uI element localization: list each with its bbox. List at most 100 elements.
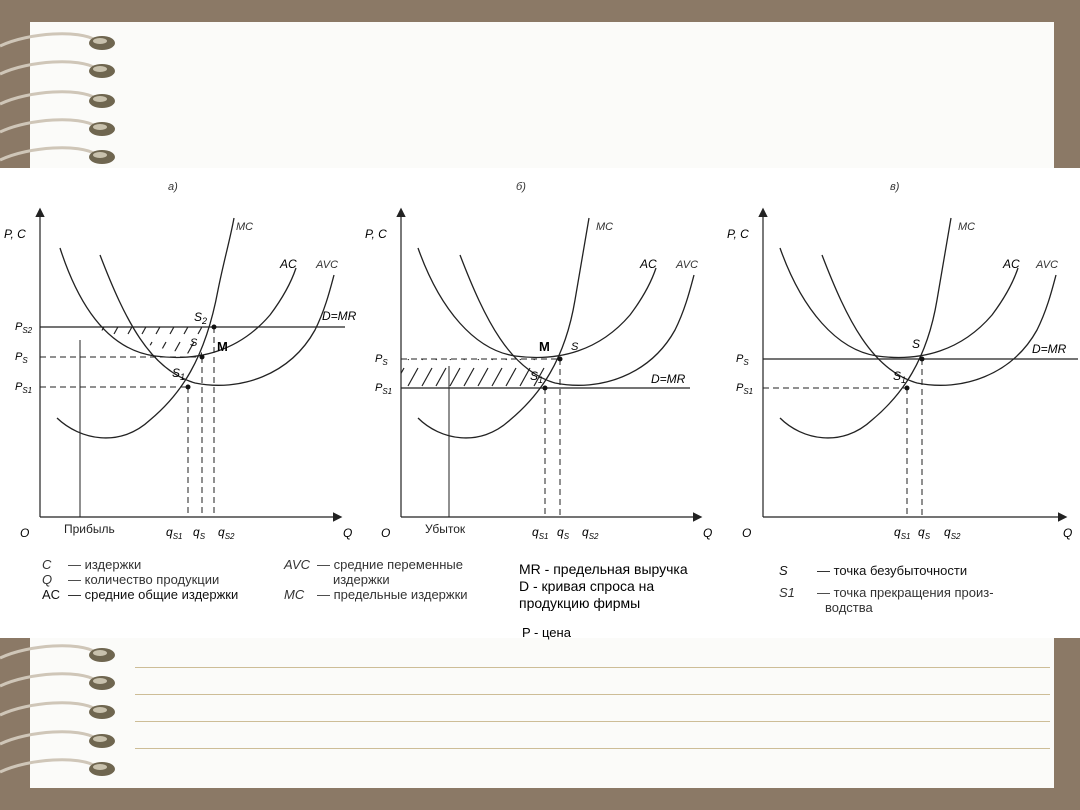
- legend-row: MC— предельные издержки: [284, 587, 468, 602]
- panel-c-price-ps1: PS1: [736, 382, 753, 396]
- panel-c-ac-curve: [779, 247, 1019, 359]
- panel-b-demand-label: D=MR: [651, 372, 686, 386]
- spiral-ring-icon: [0, 672, 115, 690]
- panel-a-ac-curve: [59, 247, 297, 359]
- panel-c-x-label: Q: [1063, 526, 1072, 540]
- figure-panel: [0, 168, 1080, 638]
- panel-a-mc-label: MC: [236, 221, 253, 233]
- panel-a-origin: O: [20, 526, 29, 540]
- panel-b-avc-curve: [459, 254, 695, 386]
- spiral-ring-icon: [0, 118, 115, 136]
- ruled-line: [135, 667, 1050, 668]
- legend-row: S— точка безубыточности: [779, 563, 968, 578]
- panel-b-ac-label: AC: [639, 257, 657, 271]
- panel-c-mc-label: MC: [958, 221, 975, 233]
- panel-b-avc-label: AVC: [675, 259, 698, 271]
- spiral-ring-icon: [0, 60, 115, 78]
- panel-b-y-label: P, C: [365, 227, 387, 241]
- ruled-line: [135, 694, 1050, 695]
- panel-b-tick-qs2: qS2: [582, 525, 599, 541]
- panel-b-point-s1-label: S1: [530, 369, 543, 385]
- panel-b-price-ps: PS: [375, 353, 388, 367]
- spiral-ring-icon: [0, 758, 115, 776]
- spiral-ring-icon: [0, 32, 115, 50]
- panel-a-point-s2: [211, 324, 217, 330]
- panel-b-origin: O: [381, 526, 390, 540]
- panel-b-point-m-label: M: [539, 339, 550, 354]
- spiral-ring-icon: [0, 90, 115, 108]
- spiral-ring-icon: [0, 701, 115, 719]
- legend-d: D - кривая спроса на: [519, 578, 655, 594]
- ruled-line: [135, 721, 1050, 722]
- panel-b: б) P, C O Q D=MR PS PS1 MC AC AVC M S S1…: [365, 181, 712, 541]
- legend-row: Q— количество продукции: [42, 572, 220, 587]
- legend-row: AVC— средние переменные: [284, 557, 463, 572]
- panel-a-point-s1: [185, 384, 191, 390]
- panel-b-tick-qs: qS: [557, 525, 570, 541]
- panel-c-avc-curve: [821, 254, 1057, 386]
- panel-b-ac-curve: [417, 247, 657, 359]
- legend-row: водства: [825, 600, 873, 615]
- panel-b-point-s-label: S: [571, 341, 579, 353]
- panel-a-tick-qs1: qS1: [166, 525, 182, 541]
- panel-a-tick-qs2: qS2: [218, 525, 235, 541]
- spiral-ring-icon: [0, 644, 115, 662]
- panel-a-point-s-label: S: [190, 337, 198, 349]
- panel-c-point-s: [919, 356, 925, 362]
- panel-c-tick-qs2: qS2: [944, 525, 961, 541]
- panel-c-tick-qs1: qS1: [894, 525, 910, 541]
- panel-a-avc-label: AVC: [315, 259, 338, 271]
- panel-b-price-ps1: PS1: [375, 382, 392, 396]
- spiral-ring-icon: [0, 146, 115, 164]
- legend-row: S1— точка прекращения произ-: [779, 585, 994, 600]
- legend-row: AC— средние общие издержки: [42, 587, 239, 602]
- panel-b-point-s1: [542, 385, 548, 391]
- legend-row: C— издержки: [42, 557, 142, 572]
- panel-a-point-s1-label: S1: [172, 366, 185, 382]
- panel-b-x-label: Q: [703, 526, 712, 540]
- panel-a-price-ps: PS: [15, 351, 28, 365]
- panel-c-ac-label: AC: [1002, 257, 1020, 271]
- panel-a-profit-area: [40, 327, 202, 355]
- legend-mr: MR - предельная выручка: [519, 561, 688, 577]
- panel-c-mc-curve: [779, 217, 952, 439]
- panel-c-tag: в): [890, 181, 900, 193]
- panel-a-x-label: Q: [343, 526, 352, 540]
- panel-a-price-ps2: PS2: [15, 321, 33, 335]
- panel-b-tag: б): [516, 181, 526, 193]
- panel-a-point-m-label: M: [217, 339, 228, 354]
- panel-b-point-s: [557, 356, 563, 362]
- panel-c-demand-label: D=MR: [1032, 342, 1067, 356]
- panel-c-y-label: P, C: [727, 227, 749, 241]
- panel-a-demand-label: D=MR: [322, 309, 357, 323]
- panel-a-avc-curve: [99, 254, 335, 386]
- spiral-ring-icon: [0, 730, 115, 748]
- panel-a-mc-curve: [56, 217, 235, 439]
- panel-c: в) P, C O Q D=MR PS PS1 MC AC AVC S S1 q…: [727, 181, 1078, 541]
- ruled-line: [135, 748, 1050, 749]
- panel-a: а) P, C O Q D=MR PS2 PS PS1 MC AC AVC: [4, 181, 357, 541]
- legend-d-cont: продукцию фирмы: [519, 595, 641, 611]
- panel-b-mc-curve: [417, 217, 590, 439]
- panel-c-price-ps: PS: [736, 353, 749, 367]
- panel-a-point-s2-label: S2: [194, 310, 207, 326]
- panel-c-point-s1-label: S1: [893, 369, 906, 385]
- panel-c-tick-qs: qS: [918, 525, 931, 541]
- panel-c-avc-label: AVC: [1035, 259, 1058, 271]
- panel-a-y-label: P, C: [4, 227, 26, 241]
- panel-a-tag: а): [168, 181, 178, 193]
- panel-a-ac-label: AC: [279, 257, 297, 271]
- panel-c-origin: O: [742, 526, 751, 540]
- panel-c-point-s1: [904, 385, 910, 391]
- panel-b-mc-label: MC: [596, 221, 613, 233]
- panel-a-tick-qs: qS: [193, 525, 206, 541]
- panel-a-point-s: [199, 354, 205, 360]
- panel-a-price-ps1: PS1: [15, 381, 32, 395]
- legend-row: издержки: [333, 572, 390, 587]
- panel-b-tick-qs1: qS1: [532, 525, 548, 541]
- panel-b-loss-area: [401, 359, 545, 388]
- panel-c-point-s-label: S: [912, 337, 920, 351]
- legend-p: P - цена: [522, 625, 571, 640]
- panel-a-area-label: Прибыль: [64, 522, 115, 536]
